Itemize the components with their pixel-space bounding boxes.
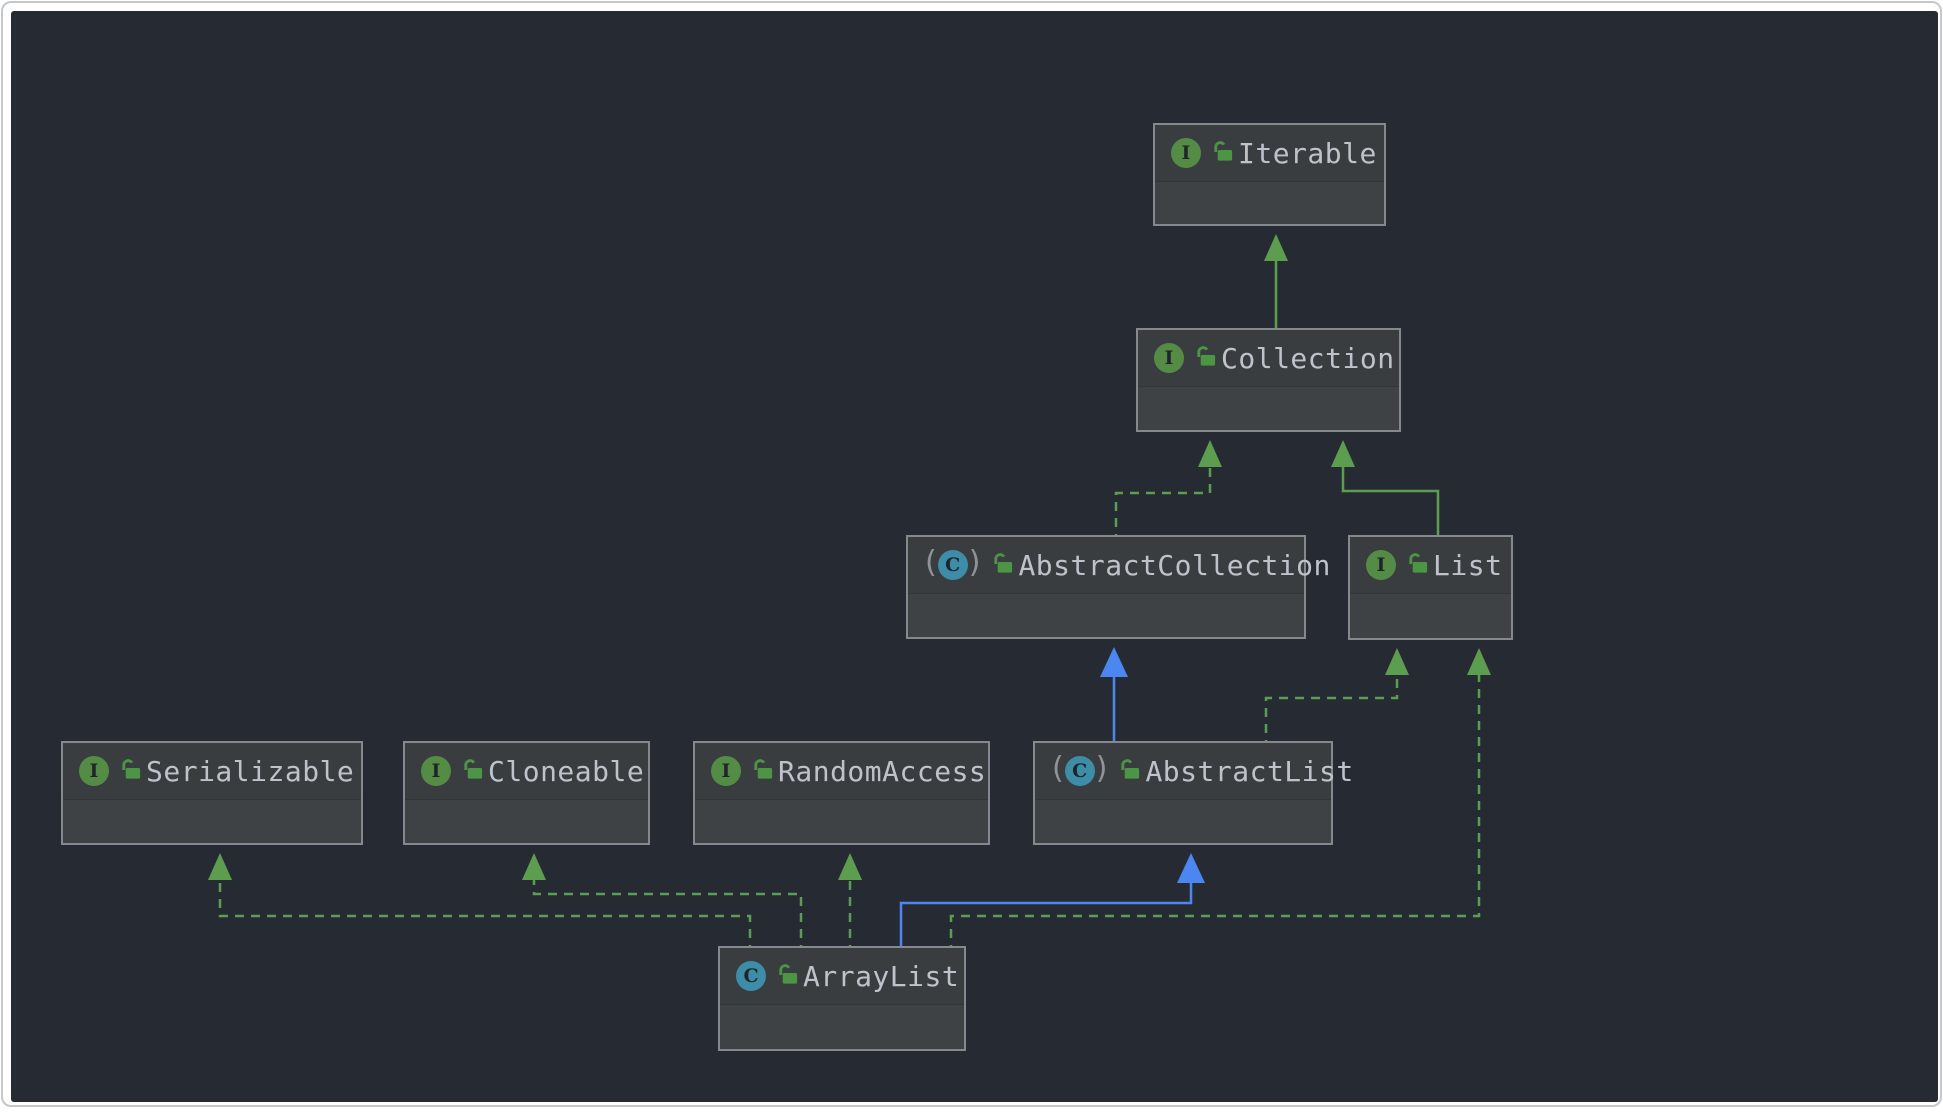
arrowhead-icon <box>1385 648 1409 675</box>
arrowhead-icon <box>1198 440 1222 467</box>
node-body <box>1138 387 1399 430</box>
arrowhead-icon <box>522 853 546 880</box>
unlocked-lock-icon <box>1118 757 1141 785</box>
edge-abstract-collection-to-collection <box>1114 440 1222 543</box>
node-header: I Collection <box>1138 330 1399 387</box>
node-label: Iterable <box>1238 136 1377 170</box>
node-label: AbstractList <box>1145 754 1354 788</box>
node-header: C ArrayList <box>720 948 964 1005</box>
abstract-paren: ) <box>968 545 981 580</box>
unlocked-lock-icon <box>461 757 484 785</box>
node-header: I Iterable <box>1155 125 1384 182</box>
node-random-access[interactable]: I RandomAccess <box>693 741 990 845</box>
abstract-class-icon: (C) <box>1052 751 1108 786</box>
node-label: Cloneable <box>488 754 645 788</box>
unlocked-lock-icon <box>1211 139 1234 167</box>
node-abstract-collection[interactable]: (C) AbstractCollection <box>906 535 1330 639</box>
node-label: AbstractCollection <box>1018 548 1331 582</box>
node-list[interactable]: I List <box>1348 535 1513 640</box>
node-collection[interactable]: I Collection <box>1136 328 1401 432</box>
interface-icon: I <box>79 756 109 786</box>
node-header: I Cloneable <box>405 743 648 800</box>
abstract-class-icon: (C) <box>925 545 981 580</box>
node-label: Collection <box>1221 341 1395 375</box>
abstract-paren: ( <box>925 545 937 580</box>
unlocked-lock-icon <box>1406 551 1429 579</box>
arrowhead-icon <box>838 853 862 880</box>
node-serializable[interactable]: I Serializable <box>61 741 363 845</box>
node-label: List <box>1433 548 1503 582</box>
node-iterable[interactable]: I Iterable <box>1153 123 1386 226</box>
node-header: I RandomAccess <box>695 743 988 800</box>
edge-array-list-to-list <box>949 648 1491 954</box>
arrowhead-icon <box>208 853 232 880</box>
edge-array-list-to-abstract-list <box>899 853 1205 954</box>
node-abstract-list[interactable]: (C) AbstractList <box>1033 741 1353 845</box>
edge-array-list-to-random-access <box>838 853 862 954</box>
edge-abstract-list-to-list <box>1264 648 1409 749</box>
arrowhead-icon <box>1100 647 1128 677</box>
node-header: I Serializable <box>63 743 361 800</box>
node-body <box>1350 594 1511 638</box>
unlocked-lock-icon <box>119 757 142 785</box>
edge-abstract-list-to-abstract-collection <box>1100 647 1128 749</box>
node-label: ArrayList <box>803 959 960 993</box>
unlocked-lock-icon <box>1194 344 1217 372</box>
node-body <box>405 800 648 843</box>
edge-array-list-to-serializable <box>208 853 752 954</box>
node-body <box>1155 182 1384 224</box>
arrowhead-icon <box>1331 440 1355 467</box>
unlocked-lock-icon <box>751 757 774 785</box>
node-header: I List <box>1350 537 1511 594</box>
edge-list-to-collection <box>1331 440 1440 543</box>
node-label: Serializable <box>146 754 355 788</box>
unlocked-lock-icon <box>991 551 1014 579</box>
node-body <box>908 594 1304 637</box>
node-array-list[interactable]: C ArrayList <box>718 946 966 1051</box>
node-body <box>63 800 361 843</box>
node-header: (C) AbstractCollection <box>908 537 1330 594</box>
node-cloneable[interactable]: I Cloneable <box>403 741 650 845</box>
arrowhead-icon <box>1467 648 1491 675</box>
interface-icon: I <box>1171 138 1201 168</box>
interface-icon: I <box>711 756 741 786</box>
edge-layer <box>208 234 1491 954</box>
abstract-paren: ) <box>1095 751 1108 786</box>
edge-collection-to-iterable <box>1264 234 1288 336</box>
node-header: (C) AbstractList <box>1035 743 1353 800</box>
node-body <box>695 800 988 843</box>
node-body <box>720 1005 964 1049</box>
arrowhead-icon <box>1264 234 1288 261</box>
arrowhead-icon <box>1177 853 1205 883</box>
class-icon: C <box>736 961 766 991</box>
edge-array-list-to-cloneable <box>522 853 803 954</box>
interface-icon: I <box>421 756 451 786</box>
interface-icon: I <box>1154 343 1184 373</box>
interface-icon: I <box>1366 550 1396 580</box>
abstract-paren: ( <box>1052 751 1064 786</box>
node-body <box>1035 800 1331 843</box>
unlocked-lock-icon <box>776 962 799 990</box>
node-label: RandomAccess <box>778 754 987 788</box>
